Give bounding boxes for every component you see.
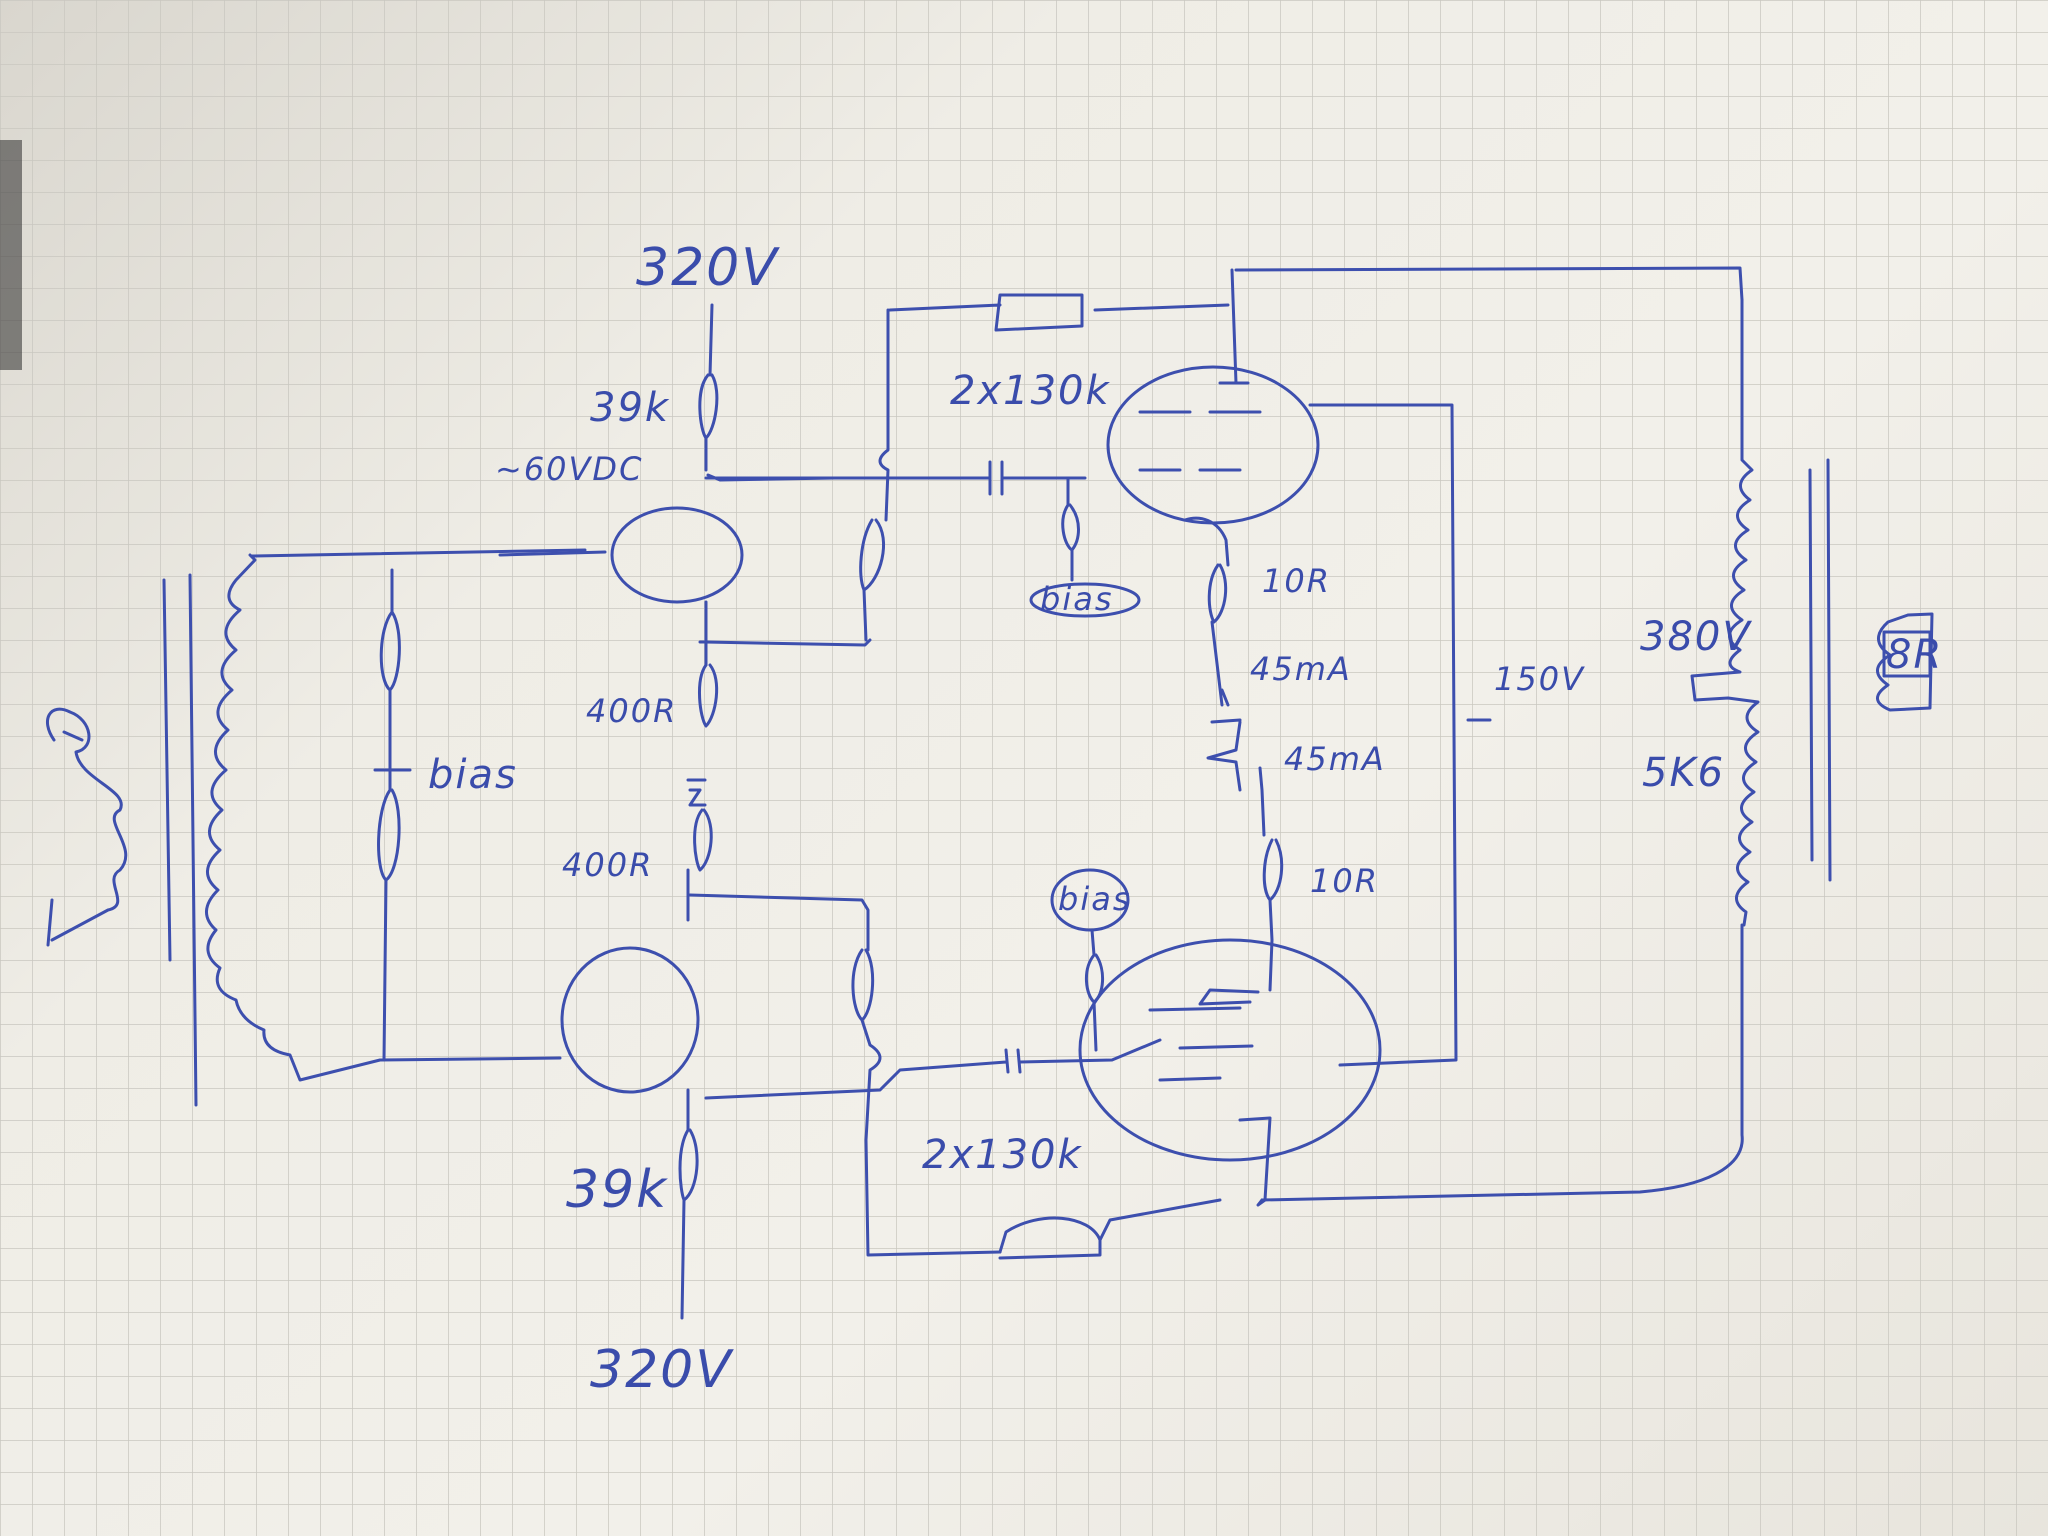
secondary-winding <box>1876 612 1934 712</box>
input-transformer <box>45 548 587 1107</box>
tube-lower-grids <box>1148 1006 1254 1082</box>
resistor-10r-top-label: 10R <box>1262 562 1331 600</box>
bias-pot-left <box>373 568 412 1062</box>
resistor-10r-top <box>1207 563 1228 624</box>
output-core-line-1 <box>1808 468 1814 862</box>
impedance-5k6-label: 5K6 <box>1642 750 1726 796</box>
primary-winding <box>1690 298 1760 927</box>
resistor-2x130k-top <box>888 293 1230 332</box>
volt-380-label: 380V <box>1640 614 1752 660</box>
triode-upper-left <box>610 506 744 604</box>
resistor-39k-top-label: 39k <box>590 385 671 431</box>
ref-60vdc-label: ~60VDC <box>495 450 644 488</box>
bias-node-top <box>1029 582 1141 618</box>
bias-node-bottom <box>1050 868 1130 932</box>
coupling-cap-top <box>704 460 1087 496</box>
bias-mid-bottom-label: bias <box>1058 880 1132 918</box>
current-1-label: 45mA <box>1250 650 1352 688</box>
volt-150-label: 150V <box>1494 660 1585 698</box>
load-box <box>1882 630 1932 678</box>
transformer-core-line-1 <box>162 578 172 962</box>
resistor-2x130k-bottom <box>998 1198 1222 1260</box>
page-shadow <box>0 140 22 370</box>
resistor-400r-2 <box>693 808 713 872</box>
resistor-39k-bottom-label: 39k <box>566 1160 669 1220</box>
bias-feed-top <box>1061 476 1080 582</box>
resistor-400r-2-label: 400R <box>562 846 654 884</box>
transformer-core-line-2 <box>188 573 198 1107</box>
lower-output-section <box>688 868 1744 1260</box>
output-core-line-2 <box>1826 458 1832 882</box>
triode-lower-left <box>560 946 700 1094</box>
tube-upper-grids <box>1138 410 1262 472</box>
left-chain <box>498 303 872 1320</box>
current-sense-symbol <box>1206 718 1242 792</box>
cap-2x130k-top-label: 2x130k <box>950 368 1111 414</box>
resistor-400r-1-label: 400R <box>586 692 678 730</box>
power-tube-lower <box>1078 938 1382 1162</box>
bias-left-label: bias <box>428 752 518 798</box>
upper-output-section <box>704 266 1744 1067</box>
resistor-10r-bottom-label: 10R <box>1310 862 1379 900</box>
cap-2x130k-bottom-label: 2x130k <box>922 1132 1083 1178</box>
tube-upper-plate <box>1218 268 1250 385</box>
supply-top-label: 320V <box>636 238 779 298</box>
bias-mid-top-label: bias <box>1040 580 1114 618</box>
bias-cell-symbol <box>686 778 707 807</box>
current-2-label: 45mA <box>1284 740 1386 778</box>
input-source-icon <box>45 707 128 942</box>
output-transformer <box>1690 298 1934 927</box>
resistor-400r-1 <box>697 663 719 728</box>
supply-bottom-label: 320V <box>590 1340 733 1400</box>
load-8r-label: 8R <box>1886 632 1944 678</box>
coupling-cap-bottom <box>704 1038 1162 1100</box>
